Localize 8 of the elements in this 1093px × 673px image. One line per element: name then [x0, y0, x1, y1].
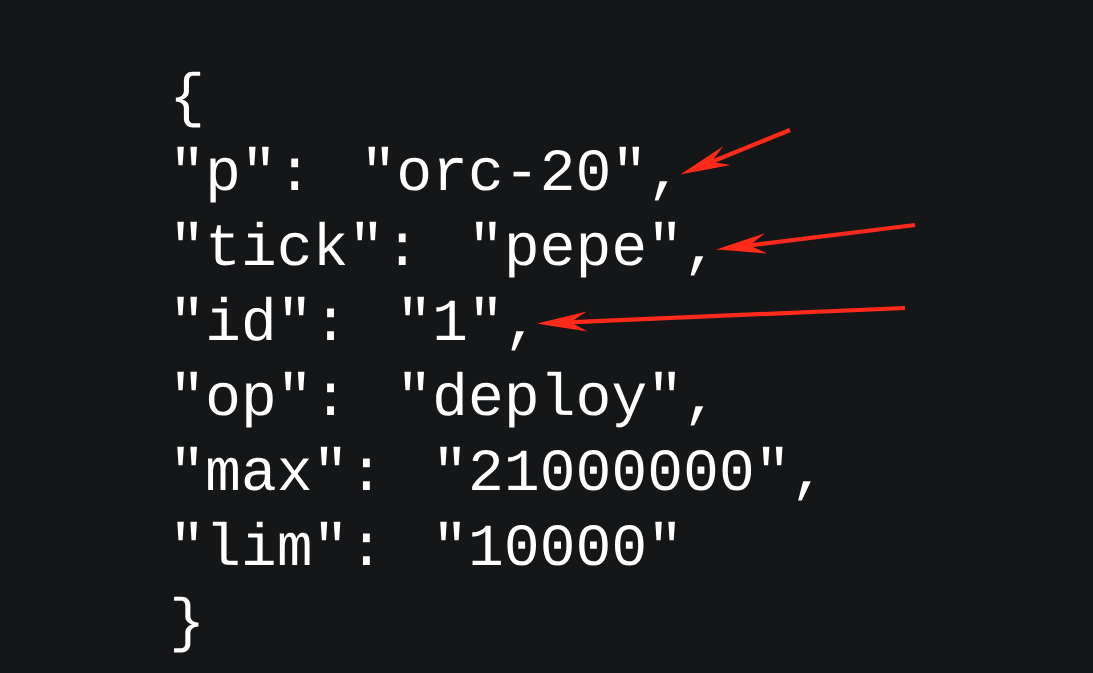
code-line: {: [175, 71, 201, 128]
code-line: "p": "orc-20",: [177, 146, 668, 203]
code-line: "id": "1",: [177, 296, 525, 351]
code-line: }: [174, 596, 199, 653]
code-line: "lim": "10000": [177, 521, 675, 566]
code-line: "op": "deploy",: [177, 371, 704, 428]
code-line: "max": "21000000",: [177, 446, 811, 501]
code-line: "tick": "pepe",: [177, 221, 704, 278]
